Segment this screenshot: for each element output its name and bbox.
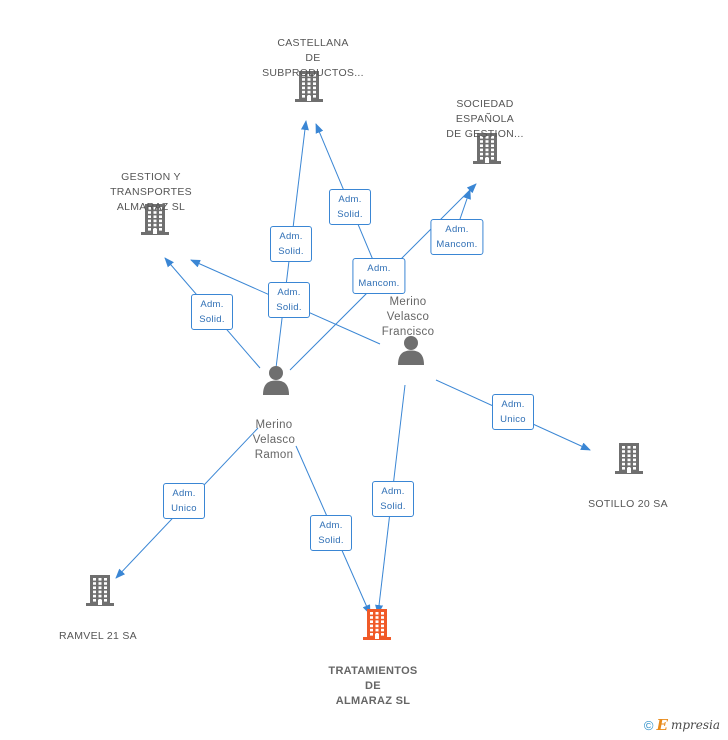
edge-label-francisco-to-sociedad[interactable]: Adm. Mancom. [430, 219, 484, 255]
edge-label-ramon-to-sociedad[interactable]: Adm. Mancom. [352, 258, 406, 294]
node-label-tratamientos[interactable]: TRATAMIENTOS DE ALMARAZ SL [328, 665, 418, 707]
brand-logo-text: mpresia [670, 718, 720, 732]
node-ramon[interactable] [261, 365, 291, 400]
building-icon [473, 133, 501, 164]
edge-label-francisco-to-gestion[interactable]: Adm. Solid. [268, 282, 310, 318]
building-icon [141, 204, 169, 235]
node-label-sociedad[interactable]: SOCIEDAD ESPAÑOLA DE GESTION... [446, 98, 524, 140]
node-sotillo[interactable] [614, 441, 644, 480]
building-icon [363, 609, 391, 640]
node-tratamientos[interactable] [362, 607, 392, 646]
person-icon [398, 336, 424, 365]
node-ramvel[interactable] [85, 573, 115, 612]
edge-label-ramon-to-ramvel[interactable]: Adm. Unico [163, 483, 205, 519]
node-label-gestion[interactable]: GESTION Y TRANSPORTES ALMARAZ SL [110, 171, 192, 213]
node-sociedad[interactable] [472, 131, 502, 170]
edge-label-ramon-to-tratamientos[interactable]: Adm. Solid. [310, 515, 352, 551]
brand-logo-initial: E [656, 716, 668, 734]
building-icon [86, 575, 114, 606]
node-label-ramvel[interactable]: RAMVEL 21 SA [59, 630, 137, 642]
edge-label-ramon-to-castellana[interactable]: Adm. Solid. [270, 226, 312, 262]
node-label-castellana[interactable]: CASTELLANA DE SUBPRODUCTOS... [262, 37, 364, 79]
node-castellana[interactable] [294, 69, 324, 108]
node-label-ramon[interactable]: Merino Velasco Ramon [252, 419, 296, 461]
node-label-sotillo[interactable]: SOTILLO 20 SA [588, 498, 668, 510]
building-icon [295, 71, 323, 102]
edge-label-francisco-to-sotillo[interactable]: Adm. Unico [492, 394, 534, 430]
node-label-francisco[interactable]: Merino Velasco Francisco [381, 296, 435, 338]
edge-label-ramon-to-gestion[interactable]: Adm. Solid. [191, 294, 233, 330]
node-gestion[interactable] [140, 202, 170, 241]
edge-label-francisco-to-castellana[interactable]: Adm. Solid. [329, 189, 371, 225]
building-icon [615, 443, 643, 474]
person-icon [263, 366, 289, 395]
edge-label-francisco-to-tratamientos[interactable]: Adm. Solid. [372, 481, 414, 517]
copyright-symbol: © [643, 717, 654, 733]
node-francisco[interactable] [396, 335, 426, 370]
